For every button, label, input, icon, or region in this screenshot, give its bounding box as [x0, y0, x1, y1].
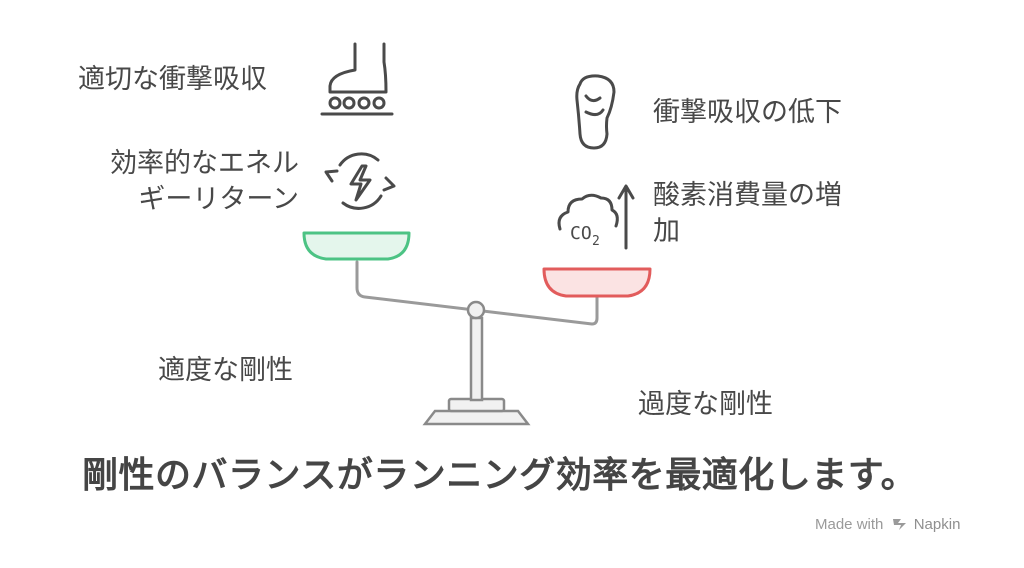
watermark: Made with Napkin [815, 516, 960, 533]
caption-moderate-stiffness: 適度な剛性 [158, 355, 293, 386]
label-shock-absorption: 適切な衝撃吸収 [78, 64, 267, 95]
napkin-logo-icon [892, 519, 906, 530]
co2-icon-text: CO [570, 223, 592, 244]
co2-increase-icon: CO 2 [557, 184, 635, 250]
label-energy-return-line1: 効率的なエネル [110, 148, 299, 179]
label-energy-return-line2: ギーリターン [138, 184, 299, 215]
foot-on-rollers-icon [320, 42, 394, 116]
watermark-prefix: Made with [815, 516, 884, 533]
right-pan [542, 267, 652, 298]
scale-pillar [469, 316, 484, 402]
left-pan [302, 231, 411, 261]
label-oxygen-consumption-line1: 酸素消費量の増 [653, 180, 842, 211]
diagram-title: 剛性のバランスがランニング効率を最適化します。 [82, 455, 918, 496]
label-reduced-shock-absorption: 衝撃吸収の低下 [653, 97, 842, 128]
caption-excessive-stiffness: 過度な剛性 [638, 389, 773, 420]
watermark-brand: Napkin [913, 516, 961, 533]
scale-base [422, 397, 531, 426]
label-oxygen-consumption: 酸素消費量の増 加 [653, 178, 842, 250]
scale-pivot [466, 300, 486, 320]
co2-icon-subscript: 2 [592, 234, 600, 249]
foot-sole-icon [575, 74, 616, 150]
label-energy-return: 効率的なエネル ギーリターン [78, 146, 299, 218]
energy-return-icon [324, 152, 396, 210]
label-oxygen-consumption-line2: 加 [653, 216, 680, 247]
